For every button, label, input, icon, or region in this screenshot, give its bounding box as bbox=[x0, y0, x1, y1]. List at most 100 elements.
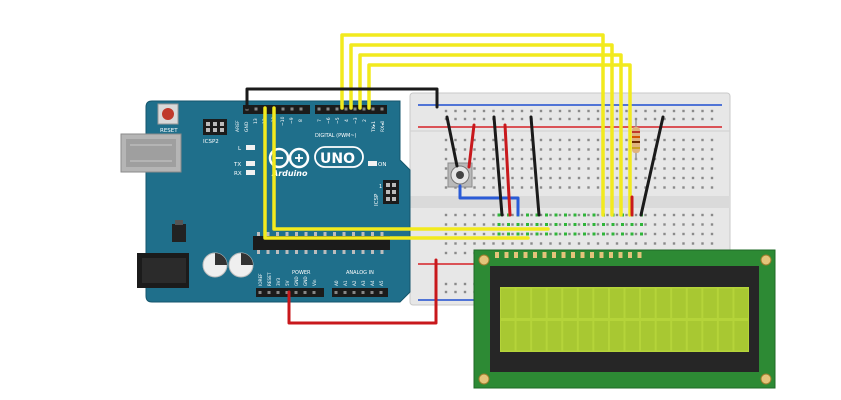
bb-hole-active bbox=[621, 223, 624, 226]
header-pin bbox=[353, 107, 357, 111]
bb-hole bbox=[615, 109, 619, 113]
bb-hole-active bbox=[583, 232, 586, 236]
bb-hole bbox=[520, 176, 524, 180]
tx-led-label: TX bbox=[233, 162, 241, 168]
bb-hole bbox=[644, 242, 647, 245]
bb-hole bbox=[596, 232, 600, 236]
bb-hole bbox=[482, 232, 486, 236]
lcd-cell bbox=[563, 288, 577, 318]
bb-hole bbox=[454, 109, 457, 113]
bb-hole bbox=[644, 232, 647, 236]
bb-hole bbox=[672, 167, 676, 170]
bb-hole bbox=[587, 213, 590, 217]
lcd-cell bbox=[672, 288, 686, 318]
chip-pin bbox=[371, 232, 374, 236]
lcd-pin bbox=[533, 252, 537, 258]
bb-hole bbox=[511, 109, 514, 113]
icsp-label: ICSP bbox=[374, 193, 380, 206]
bb-hole bbox=[634, 117, 638, 121]
header-pin bbox=[254, 107, 258, 111]
bb-hole bbox=[634, 242, 638, 245]
bb-hole bbox=[634, 223, 638, 226]
capacitor-left bbox=[202, 252, 228, 278]
bb-hole bbox=[663, 109, 666, 113]
bb-hole bbox=[577, 167, 581, 170]
lcd-cell bbox=[578, 321, 593, 351]
wire-yellow-d4 bbox=[349, 43, 614, 217]
pin-4-label: 4 bbox=[344, 119, 350, 122]
bb-hole bbox=[511, 186, 514, 189]
bb-hole-active bbox=[554, 213, 558, 217]
bb-hole bbox=[691, 242, 695, 245]
bb-hole bbox=[473, 242, 476, 245]
bb-hole bbox=[606, 242, 609, 245]
bb-hole-active bbox=[611, 223, 615, 226]
bb-hole-active bbox=[545, 232, 548, 236]
bb-hole bbox=[530, 109, 533, 113]
header-pin bbox=[312, 291, 316, 294]
header-pin bbox=[303, 291, 307, 294]
bb-hole bbox=[463, 290, 467, 294]
bb-hole bbox=[501, 167, 505, 170]
bb-hole bbox=[577, 157, 581, 161]
bb-hole bbox=[606, 117, 609, 121]
bb-hole bbox=[682, 148, 685, 151]
bb-hole bbox=[539, 109, 543, 113]
bb-hole bbox=[577, 176, 581, 180]
bb-hole bbox=[682, 232, 685, 236]
bb-hole bbox=[606, 213, 609, 217]
bb-hole bbox=[530, 186, 533, 189]
lcd-cell bbox=[501, 288, 515, 318]
bb-hole bbox=[501, 138, 505, 142]
bb-hole bbox=[444, 138, 448, 142]
bb-hole bbox=[587, 242, 590, 245]
bb-hole bbox=[539, 138, 543, 142]
bb-hole bbox=[539, 242, 543, 245]
bb-hole bbox=[691, 167, 695, 170]
bb-hole bbox=[644, 157, 647, 161]
bb-hole bbox=[511, 117, 514, 121]
l-led bbox=[246, 145, 255, 150]
lcd-cell bbox=[687, 321, 702, 351]
bb-hole bbox=[682, 109, 685, 113]
chip-pin bbox=[304, 250, 308, 254]
bb-hole bbox=[492, 109, 495, 113]
bb-hole bbox=[454, 232, 457, 236]
bb-hole bbox=[549, 223, 552, 226]
bb-hole bbox=[482, 223, 486, 226]
lcd-pin bbox=[609, 252, 613, 258]
bb-hole bbox=[568, 109, 571, 113]
bb-hole bbox=[682, 167, 685, 170]
bb-hole bbox=[463, 109, 467, 113]
bb-hole-active bbox=[507, 232, 510, 236]
reset-button[interactable] bbox=[157, 103, 179, 125]
bb-hole bbox=[520, 186, 524, 189]
lcd-pin bbox=[542, 252, 547, 258]
bb-hole-active bbox=[526, 232, 529, 236]
bb-hole bbox=[520, 148, 524, 151]
chip-pin bbox=[276, 232, 279, 236]
bb-hole bbox=[701, 109, 704, 113]
bb-hole-active bbox=[583, 223, 586, 226]
bb-hole bbox=[691, 213, 695, 217]
header-pin bbox=[343, 291, 347, 294]
pin-ioref-label: IOREF bbox=[258, 273, 263, 286]
bb-hole bbox=[625, 148, 628, 151]
bb-hole bbox=[701, 157, 704, 161]
lcd-cell bbox=[625, 321, 640, 351]
bb-hole bbox=[492, 232, 495, 236]
bb-hole bbox=[596, 138, 600, 142]
bb-hole bbox=[454, 223, 457, 226]
bb-hole bbox=[672, 138, 676, 142]
bb-hole bbox=[511, 157, 514, 161]
pin-5v-label: 5V bbox=[285, 280, 290, 286]
wire-black-gnd bbox=[245, 87, 439, 110]
bb-hole bbox=[482, 213, 486, 217]
bb-hole bbox=[644, 213, 647, 217]
bb-hole bbox=[672, 148, 676, 151]
bb-hole bbox=[625, 109, 628, 113]
chip-pin bbox=[276, 250, 279, 254]
bb-hole bbox=[539, 186, 543, 189]
lcd-mount-hole bbox=[478, 254, 490, 266]
bb-hole-active bbox=[640, 223, 643, 226]
